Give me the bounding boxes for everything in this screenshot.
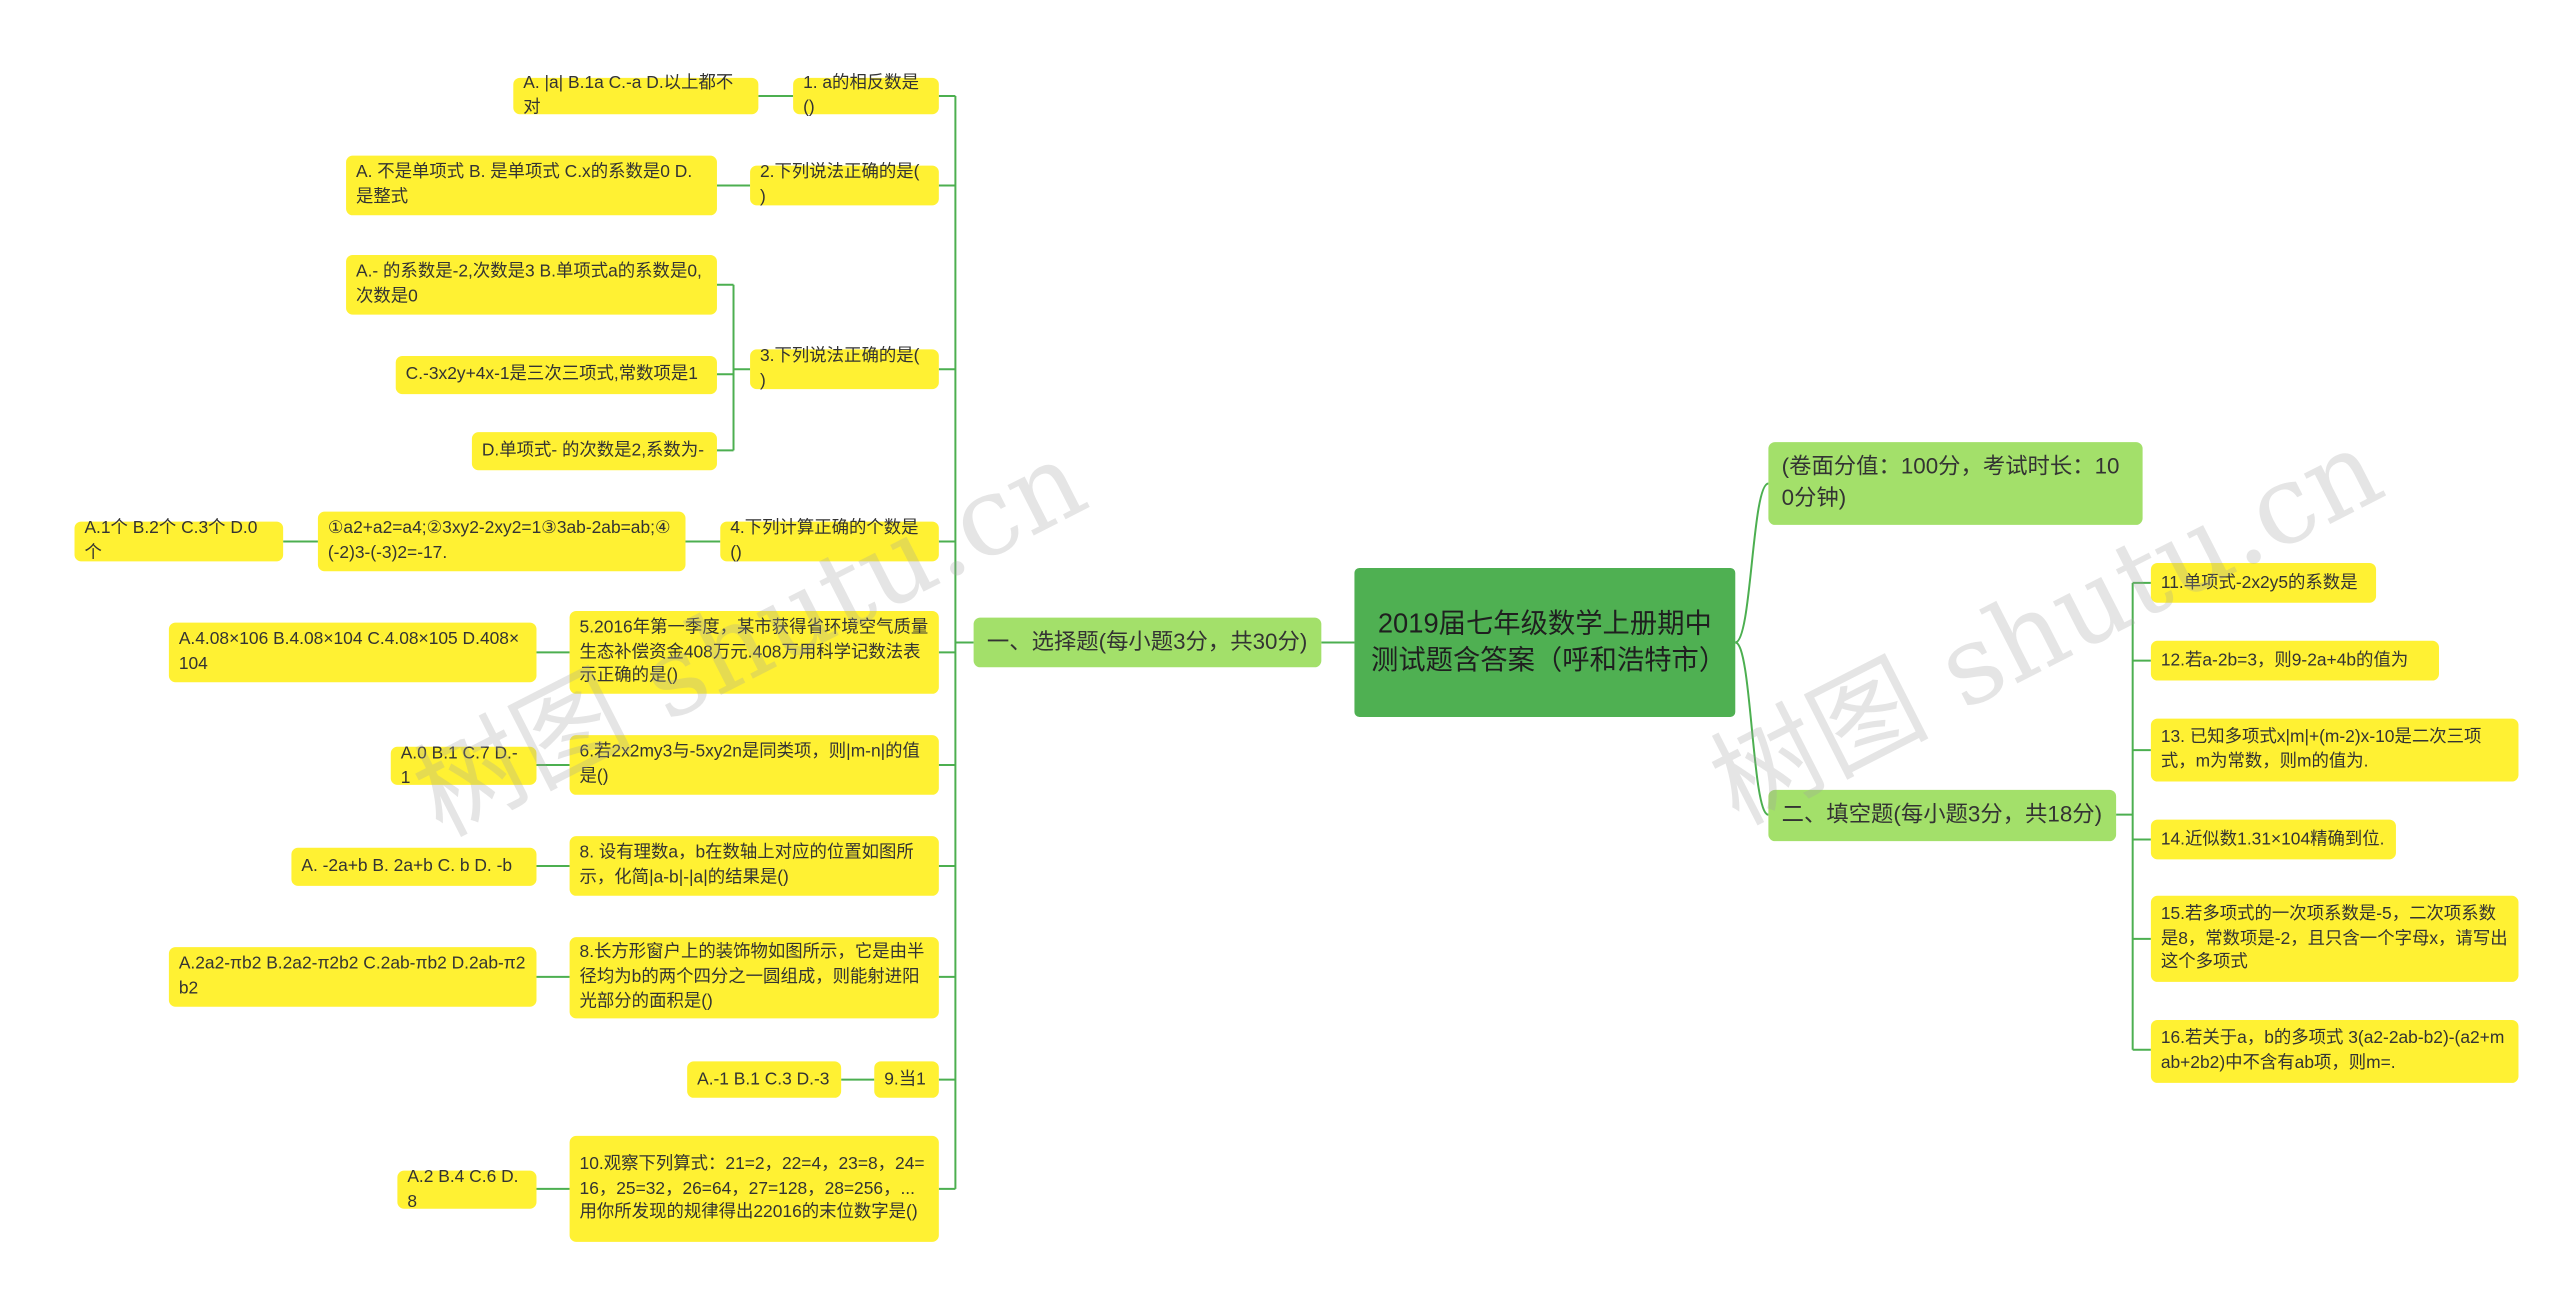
fill-question-11[interactable]: 11.单项式-2x2y5的系数是: [2150, 562, 2377, 603]
branch-choice[interactable]: 一、选择题(每小题3分，共30分): [973, 617, 1322, 668]
answer-2[interactable]: A. 不是单项式 B. 是单项式 C.x的系数是0 D.是整式: [346, 155, 717, 216]
answer-10[interactable]: A.2 B.4 C.6 D.8: [397, 1167, 537, 1211]
branch-fill[interactable]: 二、填空题(每小题3分，共18分): [1768, 789, 2117, 842]
question-6[interactable]: 6.若2x2my3与-5xy2n是同类项，则|m-n|的值是(): [569, 735, 939, 795]
root-topic[interactable]: 2019届七年级数学上册期中测试题含答案（呼和浩特市）: [1354, 567, 1736, 717]
link-choice-trunk: [954, 96, 974, 1189]
question-10[interactable]: 10.观察下列算式：21=2，22=4，23=8，24=16，25=32，26=…: [569, 1135, 939, 1242]
answer-9[interactable]: A.-1 B.1 C.3 D.-3: [687, 1061, 842, 1098]
question-5[interactable]: 5.2016年第一季度，某市获得省环境空气质量生态补偿资金408万元.408万用…: [569, 610, 939, 694]
answer-7[interactable]: A. -2a+b B. 2a+b C. b D. -b: [291, 847, 537, 886]
branch-info[interactable]: (卷面分值：100分，考试时长：100分钟): [1768, 442, 2143, 525]
question-9[interactable]: 9.当1: [874, 1061, 939, 1098]
fill-question-16[interactable]: 16.若关于a，b的多项式 3(a2-2ab-b2)-(a2+mab+2b2)中…: [2150, 1019, 2519, 1083]
fill-question-13[interactable]: 13. 已知多项式x|m|+(m-2)x-10是二次三项式，m为常数，则m的值为…: [2150, 718, 2519, 782]
answer-4-statements[interactable]: ①a2+a2=a4;②3xy2-2xy2=1③3ab-2ab=ab;④(-2)3…: [317, 511, 686, 572]
question-4[interactable]: 4.下列计算正确的个数是(): [720, 519, 939, 563]
answer-5[interactable]: A.4.08×106 B.4.08×104 C.4.08×105 D.408×1…: [168, 622, 537, 683]
answer-6[interactable]: A.0 B.1 C.7 D.-1: [390, 743, 537, 787]
question-2[interactable]: 2.下列说法正确的是( ): [750, 163, 939, 207]
link-root-fill: [1734, 641, 1769, 816]
question-7[interactable]: 8. 设有理数a，b在数轴上对应的位置如图所示，化简|a-b|-|a|的结果是(…: [569, 836, 939, 896]
link-fill-trunk: [2116, 582, 2134, 1050]
answer-3a[interactable]: A.- 的系数是-2,次数是3 B.单项式a的系数是0,次数是0: [346, 254, 717, 315]
answer-3b[interactable]: C.-3x2y+4x-1是三次三项式,常数项是1: [395, 355, 717, 395]
fill-question-14[interactable]: 14.近似数1.31×104精确到位.: [2150, 819, 2396, 860]
link-root-info: [1734, 482, 1769, 644]
question-1[interactable]: 1. a的相反数是(): [793, 73, 939, 118]
question-3[interactable]: 3.下列说法正确的是( ): [750, 347, 939, 391]
answer-4-options[interactable]: A.1个 B.2个 C.3个 D.0个: [74, 519, 284, 563]
link-a3-trunk: [716, 283, 751, 452]
fill-question-12[interactable]: 12.若a-2b=3，则9-2a+4b的值为: [2150, 640, 2439, 681]
question-8[interactable]: 8.长方形窗户上的装饰物如图所示，它是由半径均为b的两个四分之一圆组成，则能射进…: [569, 937, 939, 1019]
fill-question-15[interactable]: 15.若多项式的一次项系数是-5，二次项系数是8，常数项是-2，且只含一个字母x…: [2150, 895, 2519, 982]
answer-1[interactable]: A. |a| B.1a C.-a D.以上都不对: [513, 73, 759, 118]
answer-8[interactable]: A.2a2-πb2 B.2a2-π2b2 C.2ab-πb2 D.2ab-π2b…: [168, 947, 537, 1007]
answer-3c[interactable]: D.单项式- 的次数是2,系数为-: [471, 432, 717, 471]
